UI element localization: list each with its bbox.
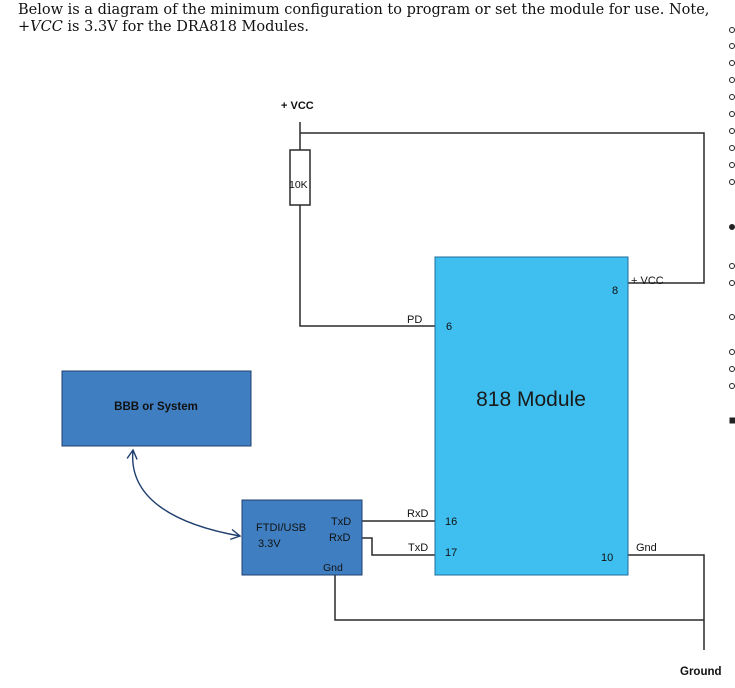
bullet-hollow [729,179,735,185]
module-818-box [434,256,629,576]
wire-rxd-to-txd [362,537,435,556]
intro-vcc-italic: +VCC [18,19,63,35]
bullet-hollow [729,27,735,33]
bullet-hollow [729,77,735,83]
pin-pd-label: PD [407,314,422,326]
ftdi-rxd-label: RxD [329,532,350,544]
bullet-hollow [729,383,735,389]
bullet-hollow [729,43,735,49]
system-box [61,370,252,447]
bullet-hollow [729,162,735,168]
pin-6-number: 6 [446,321,452,333]
pin-txd-label: TxD [408,542,428,554]
pin-gnd-label: Gnd [636,542,657,554]
ftdi-gnd-label: Gnd [323,562,343,574]
wires [299,122,705,650]
bullet-hollow [729,263,735,269]
pin-8-number: 8 [612,285,618,297]
pin-16-number: 16 [445,516,457,528]
vcc-top-label: + VCC [281,100,314,112]
intro-paragraph: Below is a diagram of the minimum config… [18,2,730,36]
ftdi-txd-label: TxD [331,516,351,528]
bullet-hollow [729,314,735,320]
bullet-hollow [729,280,735,286]
pin-vcc-label: + VCC [631,275,664,287]
bullet-hollow [729,366,735,372]
system-box-label: BBB or System [114,401,198,413]
bullet-hollow [729,349,735,355]
bullet-hollow [729,60,735,66]
bullet-hollow [729,145,735,151]
wire-resistor-to-pd [299,205,435,327]
bullet-square [729,417,735,424]
ground-label: Ground [680,666,722,678]
ftdi-box [241,499,363,576]
resistor-label: 10K [289,179,308,191]
bullet-hollow [729,94,735,100]
intro-text-part1: Below is a diagram of the minimum config… [18,2,710,18]
wire-vcc-rail [300,132,705,284]
resistor-10k [289,149,311,206]
bullet-filled [729,224,735,230]
ftdi-label-line1: FTDI/USB [256,522,306,534]
usb-connection-arrow [126,448,242,541]
module-818-title: 818 Module [476,388,586,411]
pin-10-number: 10 [601,552,613,564]
bullet-hollow [729,111,735,117]
right-edge-bullets [729,27,735,424]
pin-17-number: 17 [445,547,457,559]
wire-module-gnd [628,554,705,650]
ftdi-label-line2: 3.3V [258,538,281,550]
wire-ftdi-gnd [334,575,704,621]
bullet-hollow [729,128,735,134]
intro-text-part2: is 3.3V for the DRA818 Modules. [62,19,310,35]
pin-rxd-label: RxD [407,508,428,520]
